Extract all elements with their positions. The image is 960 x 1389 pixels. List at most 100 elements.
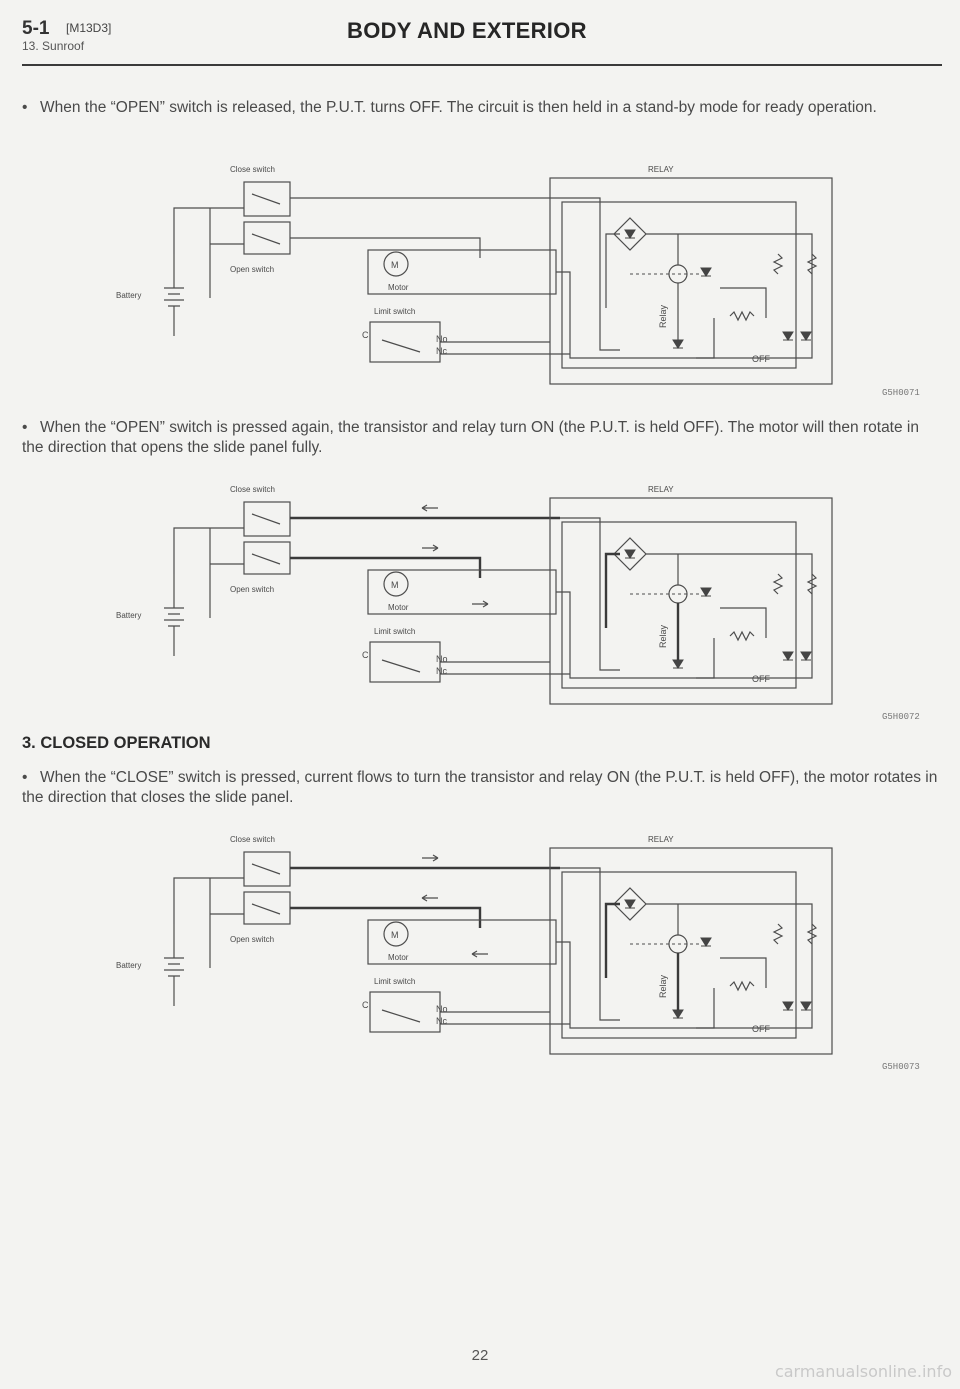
open-switch — [243, 891, 291, 925]
arrow-right-icon — [422, 544, 439, 552]
diode-icon — [624, 549, 636, 559]
page-title: BODY AND EXTERIOR — [347, 18, 587, 43]
wire — [556, 591, 715, 679]
wire — [290, 556, 482, 578]
limit-switch-label: Limit switch — [374, 307, 415, 316]
relay-box-label: RELAY — [648, 835, 674, 844]
diode-icon — [800, 1001, 812, 1011]
resistor-icon — [729, 980, 755, 992]
switch-blade-icon — [251, 233, 281, 245]
wire — [173, 527, 244, 574]
open-switch-label: Open switch — [230, 585, 274, 594]
limit-switch — [369, 641, 441, 683]
resistor-icon — [772, 923, 784, 945]
section-heading: 3. CLOSED OPERATION — [22, 734, 211, 752]
relay-box-label: RELAY — [648, 485, 674, 494]
diode-icon — [800, 651, 812, 661]
relay-box — [549, 497, 833, 705]
resistor-icon — [729, 630, 755, 642]
battery-icon — [164, 287, 184, 307]
diode-icon — [624, 899, 636, 909]
paragraph-close: •When the “CLOSE” switch is pressed, cur… — [22, 768, 940, 808]
limit-no-label: No — [436, 654, 448, 664]
limit-c-label: C — [362, 330, 369, 340]
switch-blade-icon — [381, 1009, 421, 1023]
wire — [560, 867, 620, 1021]
watermark: carmanualsonline.info — [774, 1362, 952, 1381]
relay-vertical-label: Relay — [658, 624, 668, 648]
motor-symbol: M — [391, 260, 399, 270]
wire — [290, 906, 482, 928]
resistor-icon — [772, 253, 784, 275]
battery-label: Battery — [116, 961, 141, 970]
wire — [290, 237, 481, 258]
wire — [556, 941, 715, 1029]
wire — [556, 271, 715, 359]
wire — [604, 552, 620, 628]
limit-no-label: No — [436, 334, 448, 344]
bullet: • — [22, 419, 28, 436]
arrow-right-icon — [422, 854, 439, 862]
relay-box-label: RELAY — [648, 165, 674, 174]
paragraph-open-again: •When the “OPEN” switch is pressed again… — [22, 418, 940, 458]
wire — [720, 957, 767, 988]
relay-vertical-label: Relay — [658, 974, 668, 998]
limit-switch — [369, 991, 441, 1033]
arrow-left-icon — [421, 504, 438, 512]
switch-blade-icon — [251, 553, 281, 565]
close-switch — [243, 181, 291, 217]
arrow-left-icon — [421, 894, 438, 902]
figure-id: G5H0072 — [882, 712, 920, 722]
diode-icon — [782, 651, 794, 661]
section-number: 5-1 — [22, 18, 50, 39]
limit-c-label: C — [362, 650, 369, 660]
arrow-left-icon — [471, 950, 488, 958]
figure-id: G5H0073 — [882, 1062, 920, 1072]
bridge-rectifier-icon — [613, 217, 647, 251]
relay-box — [549, 847, 833, 1055]
wire — [720, 287, 767, 318]
battery-label: Battery — [116, 291, 141, 300]
motor-symbol: M — [391, 580, 399, 590]
limit-nc-label: Nc — [436, 346, 447, 356]
motor-label: Motor — [388, 283, 409, 292]
switch-blade-icon — [381, 659, 421, 673]
wire — [605, 233, 620, 308]
diode-icon — [624, 229, 636, 239]
switch-blade-icon — [251, 193, 281, 205]
section-code: [M13D3] — [66, 21, 112, 35]
wire — [720, 607, 767, 638]
motor-label: Motor — [388, 953, 409, 962]
diode-icon — [672, 1009, 684, 1019]
wire — [646, 553, 813, 679]
close-switch-label: Close switch — [230, 165, 275, 174]
figure-id: G5H0071 — [882, 388, 920, 398]
switch-blade-icon — [251, 513, 281, 525]
motor-icon — [383, 251, 409, 277]
motor-icon — [383, 921, 409, 947]
off-label: OFF — [752, 354, 770, 364]
diode-icon — [700, 587, 712, 597]
resistor-icon — [729, 310, 755, 322]
diode-icon — [700, 267, 712, 277]
close-switch-label: Close switch — [230, 485, 275, 494]
close-switch-label: Close switch — [230, 835, 275, 844]
open-switch-label: Open switch — [230, 265, 274, 274]
resistor-icon — [772, 573, 784, 595]
relay-box — [549, 177, 833, 385]
limit-switch — [369, 321, 441, 363]
battery-icon — [164, 957, 184, 977]
paragraph-text: When the “OPEN” switch is pressed again,… — [22, 419, 919, 456]
wire — [646, 233, 813, 359]
wire — [173, 877, 244, 924]
off-label: OFF — [752, 674, 770, 684]
bridge-rectifier-icon — [613, 537, 647, 571]
paragraph-text: When the “OPEN” switch is released, the … — [40, 99, 877, 116]
limit-nc-label: Nc — [436, 1016, 447, 1026]
limit-no-label: No — [436, 1004, 448, 1014]
wire — [560, 517, 620, 671]
